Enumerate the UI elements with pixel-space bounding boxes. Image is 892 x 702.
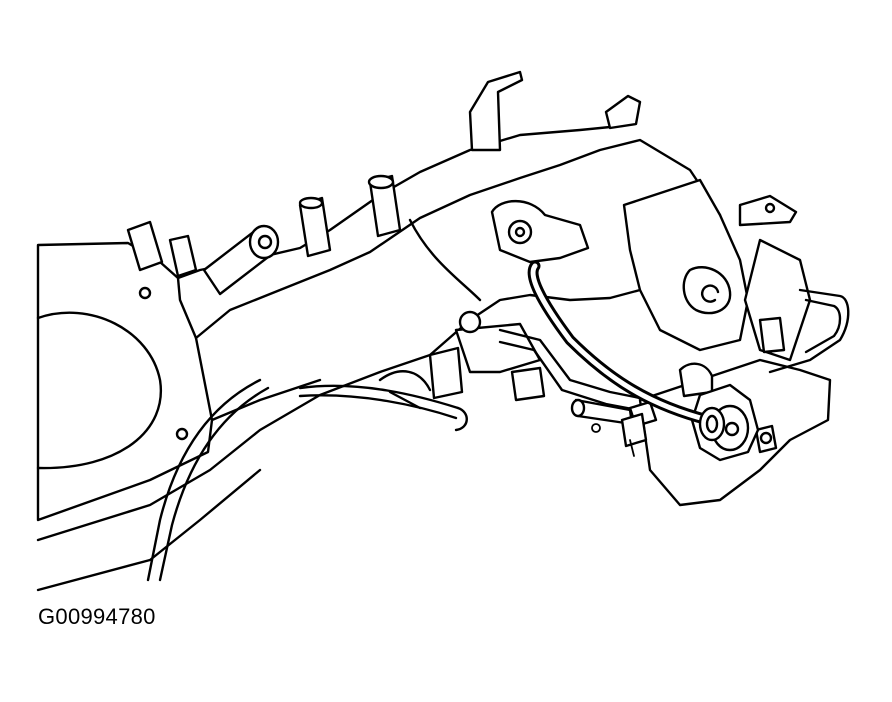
runner-stubs xyxy=(126,174,402,278)
vacuum-hose xyxy=(527,260,726,442)
manifold-housing-right xyxy=(622,178,750,352)
mounting-boss xyxy=(490,200,590,264)
throttle-body-flange xyxy=(36,241,214,522)
pipe-lines xyxy=(146,328,658,582)
vacuum-port-fitting xyxy=(202,224,280,296)
solenoid-connector xyxy=(378,310,546,410)
upper-brackets xyxy=(468,70,798,227)
figure-caption: G00994780 xyxy=(38,604,156,629)
hose-clip xyxy=(620,412,648,457)
